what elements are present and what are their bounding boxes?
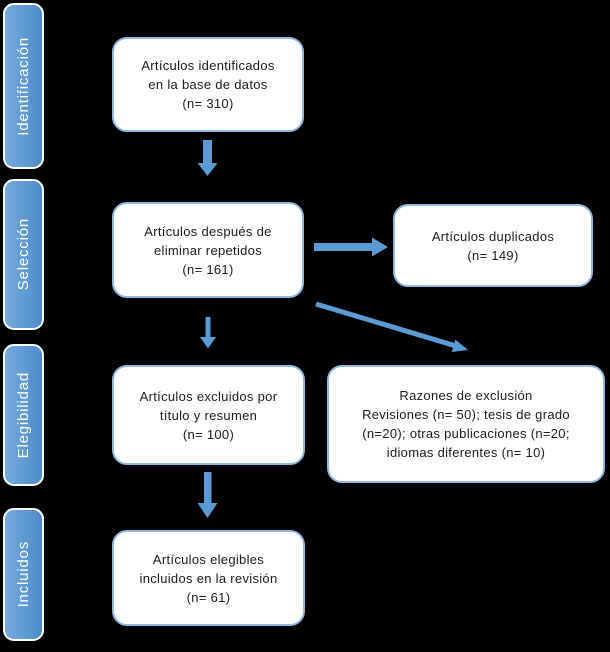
- arrow-dedup-to-duplicates-icon: [314, 237, 388, 257]
- arrow-excluded-to-eligible-icon: [197, 472, 218, 518]
- box-articles-eligible-text: Artículos elegibles incluidos en la revi…: [139, 551, 278, 605]
- box-articles-identified: Artículos identificados en la base de da…: [112, 37, 304, 132]
- box-articles-eligible: Artículos elegibles incluidos en la revi…: [112, 530, 305, 626]
- box-articles-identified-text: Artículos identificados en la base de da…: [141, 58, 275, 111]
- box-duplicate-articles-text: Artículos duplicados (n= 149): [431, 228, 555, 263]
- stage-band-elegibilidad: Elegibilidad: [3, 344, 44, 486]
- arrow-dedup-to-excluded-icon: [200, 317, 216, 349]
- box-articles-after-dedup-text: Artículos después de eliminar repetidos …: [144, 223, 272, 277]
- arrow-identified-to-dedup-icon: [197, 140, 218, 176]
- box-duplicate-articles: Artículos duplicados (n= 149): [393, 204, 593, 287]
- stage-band-incluidos: Incluidos: [3, 508, 44, 641]
- box-articles-excluded-text: Artículos excluidos por título y resumen…: [139, 388, 278, 442]
- stage-band-seleccion: Selección: [3, 179, 44, 330]
- box-articles-excluded: Artículos excluidos por título y resumen…: [112, 365, 305, 465]
- box-exclusion-reasons-text: Razones de exclusión Revisiones (n= 50);…: [362, 388, 570, 460]
- stage-band-identificacion: Identificación: [3, 3, 44, 169]
- box-exclusion-reasons: Razones de exclusión Revisiones (n= 50);…: [327, 365, 605, 483]
- box-articles-after-dedup: Artículos después de eliminar repetidos …: [112, 202, 304, 298]
- stage-label-incluidos: Incluidos: [15, 541, 32, 608]
- stage-label-seleccion: Selección: [15, 218, 32, 291]
- stage-label-elegibilidad: Elegibilidad: [15, 371, 32, 459]
- stage-label-identificacion: Identificación: [15, 36, 32, 136]
- arrow-dedup-to-reasons-icon: [315, 301, 468, 352]
